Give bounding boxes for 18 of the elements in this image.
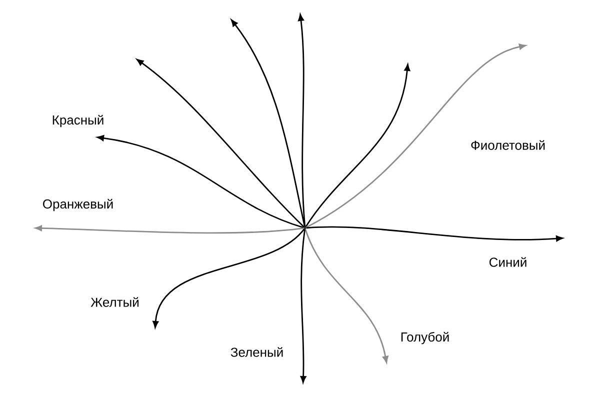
color-label: Фиолетовый [471,140,545,150]
color-label: Оранжевый [43,198,113,212]
color-label: Голубой [401,332,449,344]
arrow [231,20,306,227]
arrow [97,135,304,228]
arrow [136,58,305,228]
arrow [306,44,526,228]
arrow [152,228,305,328]
color-label: Синий [490,257,526,267]
arrow [300,229,306,383]
color-label: Красный [52,114,104,128]
color-label: Зеленый [230,347,283,357]
arrow [305,64,410,228]
arrow [35,225,304,234]
arrow [304,228,388,363]
color-label: Желтый [90,297,138,307]
arrow [306,226,563,242]
arrow [298,14,306,227]
